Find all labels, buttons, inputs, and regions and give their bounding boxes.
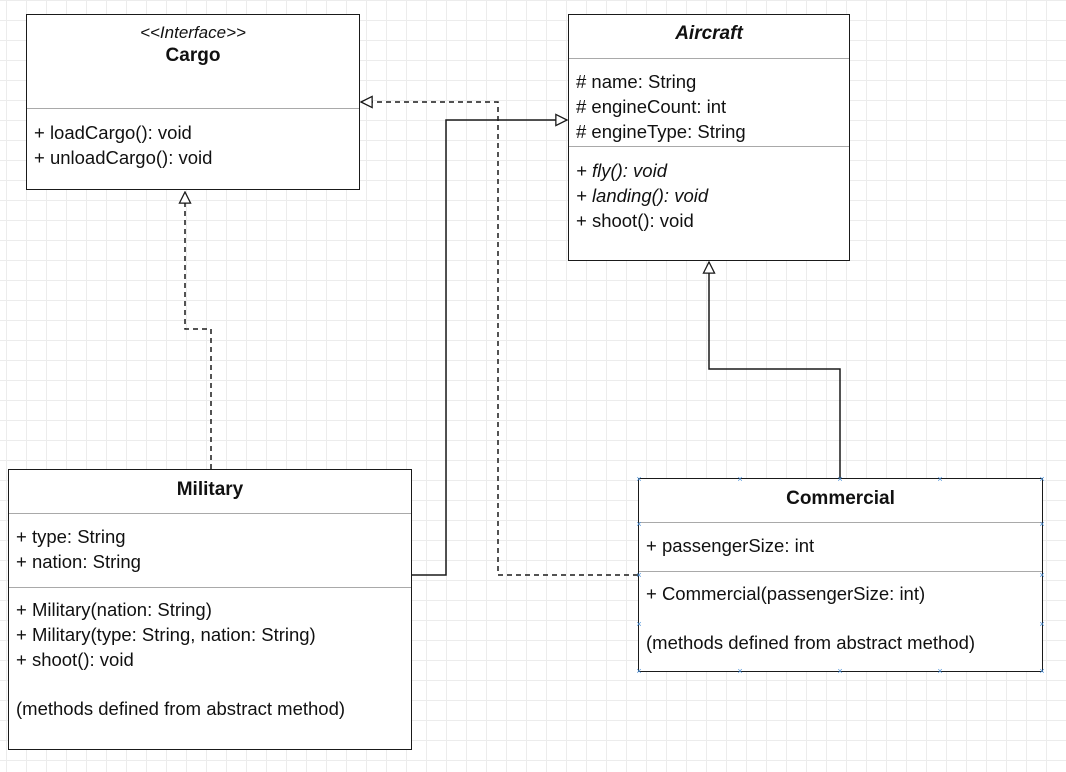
aircraft-attribute: # engineType: String [576, 121, 746, 142]
aircraft-method: + landing(): void [576, 185, 709, 206]
cargo-header: <<Interface>> Cargo [27, 15, 359, 108]
commercial-attribute: + passengerSize: int [646, 535, 815, 556]
commercial-class-box[interactable]: Commercial + passengerSize: int + Commer… [638, 478, 1043, 672]
aircraft-method: + fly(): void [576, 160, 667, 181]
cargo-method: + loadCargo(): void [34, 122, 192, 143]
cargo-interface-box[interactable]: <<Interface>> Cargo + loadCargo(): void … [26, 14, 360, 190]
selection-handle[interactable]: × [636, 474, 642, 484]
military-spacer [9, 672, 411, 696]
commercial-separator [639, 522, 1042, 523]
selection-handle[interactable]: × [1039, 619, 1045, 629]
selection-handle[interactable]: × [636, 666, 642, 676]
commercial-note: (methods defined from abstract method) [646, 632, 976, 653]
military-methods: + Military(nation: String) + Military(ty… [9, 588, 411, 721]
aircraft-class-box[interactable]: Aircraft # name: String # engineCount: i… [568, 14, 850, 261]
selection-handle[interactable]: × [636, 519, 642, 529]
selection-handle[interactable]: × [636, 570, 642, 580]
aircraft-separator [569, 58, 849, 59]
selection-handle[interactable]: × [1039, 519, 1045, 529]
selection-handle[interactable]: × [737, 474, 743, 484]
commercial-method: + Commercial(passengerSize: int) [646, 583, 926, 604]
military-extends-aircraft-connector[interactable] [412, 120, 567, 576]
aircraft-method: + shoot(): void [576, 210, 694, 231]
commercial-spacer [639, 606, 1042, 630]
commercial-separator [639, 571, 1042, 572]
selection-handle[interactable]: × [1039, 666, 1045, 676]
military-header: Military [9, 470, 411, 513]
selection-handle[interactable]: × [937, 474, 943, 484]
military-attributes: + type: String + nation: String [9, 514, 411, 587]
military-method: + shoot(): void [16, 649, 134, 670]
aircraft-attribute: # engineCount: int [576, 96, 727, 117]
military-realizes-cargo-connector[interactable] [185, 192, 212, 469]
cargo-title: Cargo [165, 45, 221, 66]
military-attribute: + type: String [16, 526, 126, 547]
commercial-header: Commercial [639, 479, 1042, 522]
selection-handle[interactable]: × [636, 619, 642, 629]
aircraft-separator [569, 146, 849, 147]
cargo-separator [27, 108, 359, 109]
aircraft-header: Aircraft [569, 15, 849, 58]
commercial-attributes: + passengerSize: int [639, 523, 1042, 571]
military-title: Military [176, 479, 244, 500]
cargo-method: + unloadCargo(): void [34, 147, 213, 168]
selection-handle[interactable]: × [937, 666, 943, 676]
cargo-stereotype: <<Interface>> [140, 23, 246, 42]
selection-handle[interactable]: × [737, 666, 743, 676]
selection-handle[interactable]: × [837, 474, 843, 484]
aircraft-attribute: # name: String [576, 71, 697, 92]
commercial-extends-aircraft-connector[interactable] [709, 262, 841, 479]
military-separator [9, 513, 411, 514]
cargo-methods: + loadCargo(): void + unloadCargo(): voi… [27, 109, 359, 170]
selection-handle[interactable]: × [1039, 474, 1045, 484]
military-method: + Military(nation: String) [16, 599, 212, 620]
commercial-methods: + Commercial(passengerSize: int) (method… [639, 572, 1042, 655]
selection-handle[interactable]: × [1039, 570, 1045, 580]
aircraft-title: Aircraft [675, 23, 743, 44]
aircraft-attributes: # name: String # engineCount: int # engi… [569, 59, 849, 146]
commercial-title: Commercial [786, 488, 895, 509]
aircraft-methods: + fly(): void + landing(): void + shoot(… [569, 147, 849, 233]
selection-handle[interactable]: × [837, 666, 843, 676]
military-note: (methods defined from abstract method) [16, 698, 346, 719]
military-attribute: + nation: String [16, 551, 141, 572]
military-separator [9, 587, 411, 588]
military-class-box[interactable]: Military + type: String + nation: String… [8, 469, 412, 750]
military-method: + Military(type: String, nation: String) [16, 624, 316, 645]
